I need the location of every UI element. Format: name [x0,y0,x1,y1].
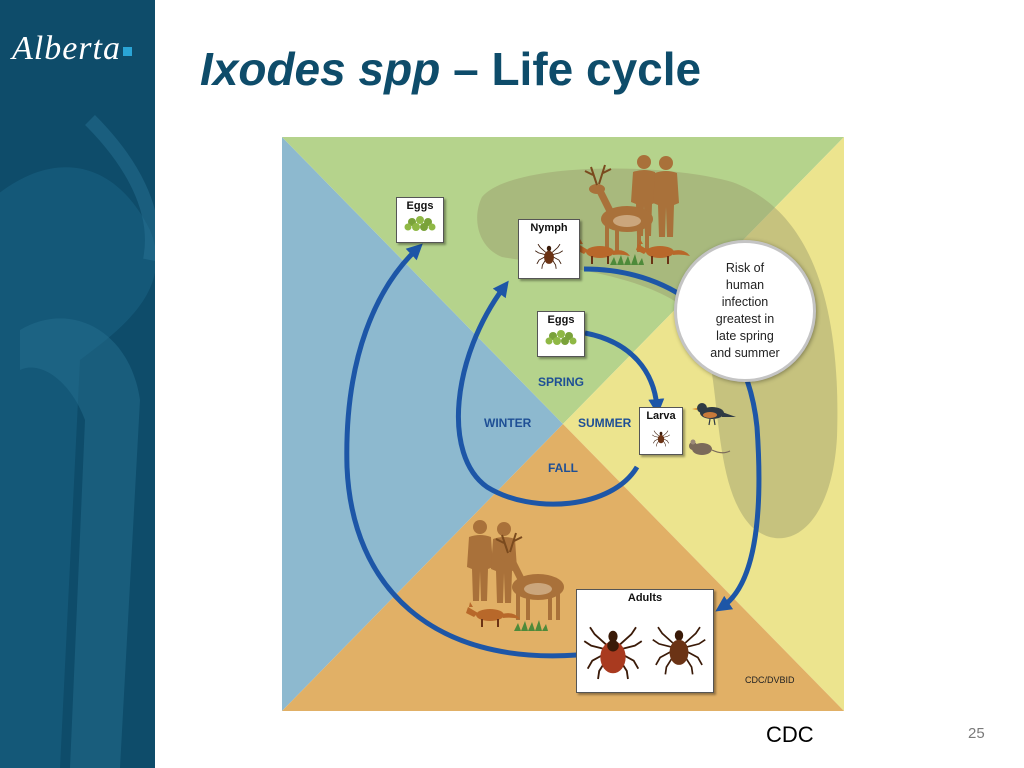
winter-quadrant [282,137,563,711]
season-label-fall: FALL [548,461,578,475]
bird-icon [692,403,736,426]
outer-return-arrow [344,243,578,659]
eggs-card-outer-label: Eggs [406,200,434,212]
egg-cluster-icon [404,216,436,231]
slide-title: Ixodes spp – Life cycle [200,42,701,96]
season-label-summer: SUMMER [578,416,632,430]
sidebar-band: Alberta [0,0,155,768]
life-cycle-diagram: Eggs Nymph Eggs Larva Adults Risk of hum… [282,137,844,711]
season-label-spring: SPRING [538,375,585,389]
logo-mark-icon [122,46,132,56]
adult-ticks-graphic [583,626,707,680]
tick-icon [534,243,564,270]
nymph-card: Nymph [518,219,580,279]
image-credit: CDC/DVBID [745,675,795,685]
page-number: 25 [968,725,985,742]
outer-cycle-arrow [583,266,762,612]
risk-callout: Risk of human infection greatest in late… [674,240,816,382]
inner-return-arrow [455,280,640,507]
risk-callout-text: Risk of human infection greatest in late… [710,261,780,360]
alberta-logo: Alberta [12,30,132,68]
eggs-card-inner: Eggs [537,311,585,357]
larva-card: Larva [639,407,683,455]
nymph-card-label: Nymph [530,222,568,234]
season-label-winter: WINTER [484,416,532,430]
eggs-card-inner-label: Eggs [547,314,575,326]
tick-icon [651,626,707,676]
tick-icon [583,626,643,680]
tick-icon [651,430,671,447]
eggs-card-outer: Eggs [396,197,444,243]
source-caption: CDC [766,722,814,747]
title-rest: – Life cycle [440,43,702,95]
title-genus: Ixodes spp [200,43,441,95]
mouse-icon [689,439,731,455]
egg-cluster-icon [545,330,577,345]
adults-card: Adults [576,589,714,693]
adults-card-label: Adults [627,592,663,604]
sidebar-decoration [0,115,155,768]
logo-text: Alberta [12,30,121,67]
inner-cycle-arrow [584,330,665,415]
larva-card-label: Larva [646,410,676,422]
